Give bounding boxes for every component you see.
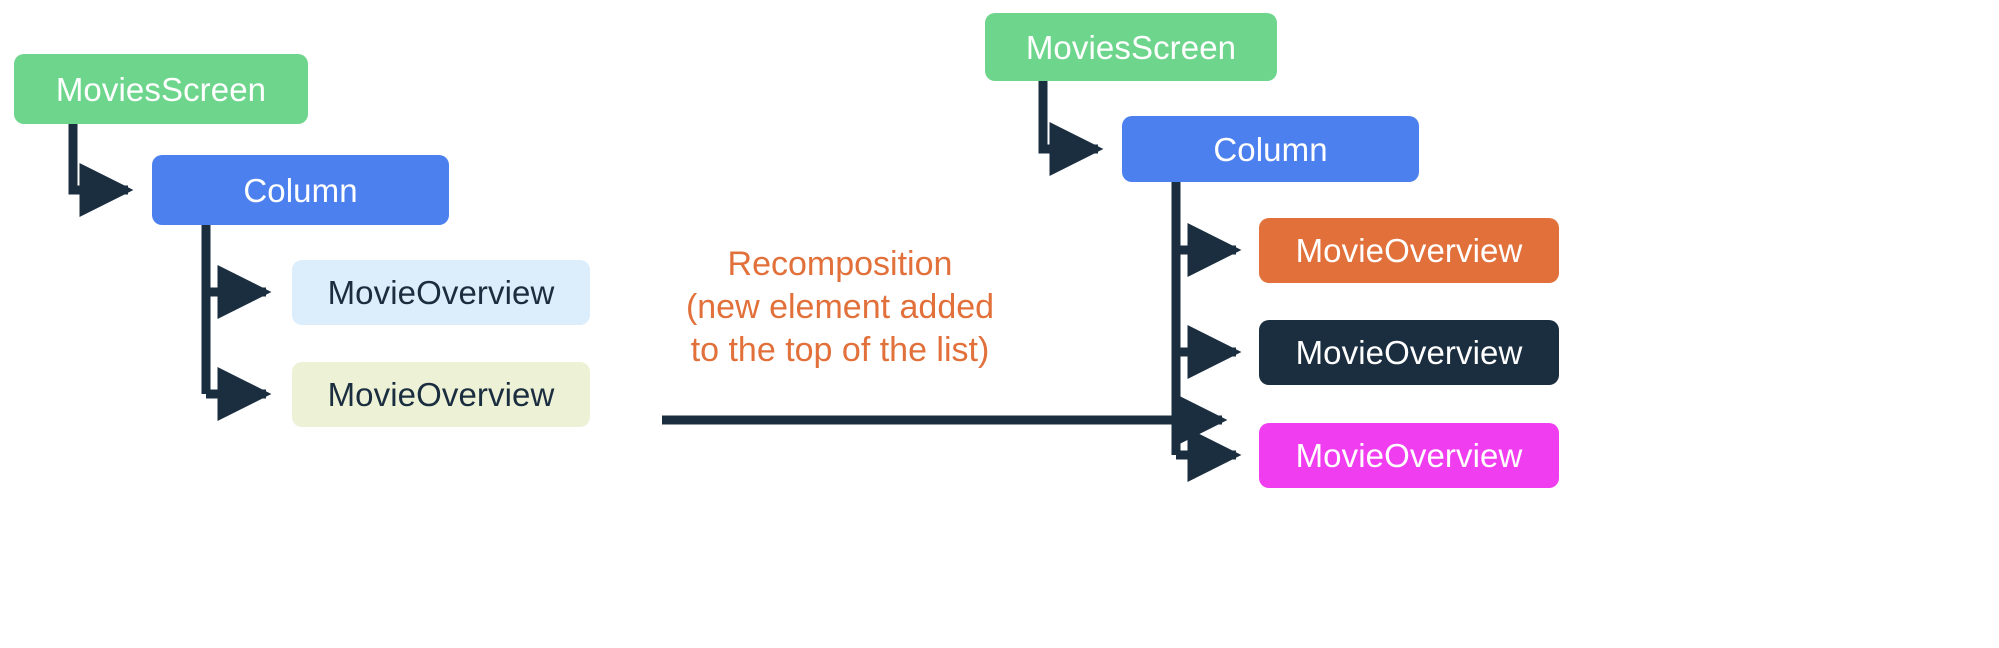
before-node-movie-overview-2[interactable]: MovieOverview [292,362,590,427]
before-node-movie-overview-1-label: MovieOverview [327,274,555,311]
before-node-movie-overview-2-label: MovieOverview [327,376,555,413]
after-node-movie-overview-2[interactable]: MovieOverview [1259,320,1559,385]
connector-right-root-to-column [1038,78,1104,176]
after-node-column-label: Column [1213,130,1328,168]
after-node-movie-overview-3-label: MovieOverview [1295,437,1523,474]
after-node-movie-overview-3[interactable]: MovieOverview [1259,423,1559,488]
before-node-movies-screen-label: MoviesScreen [55,70,267,108]
before-node-column-label: Column [243,171,358,209]
after-node-movies-screen[interactable]: MoviesScreen [985,13,1277,81]
before-node-movie-overview-1[interactable]: MovieOverview [292,260,590,325]
before-node-column[interactable]: Column [152,155,449,225]
after-node-movie-overview-2-label: MovieOverview [1295,334,1523,371]
connector-left-root-to-column [68,118,134,217]
recomposition-caption: Recomposition (new element added to the … [685,245,995,370]
after-node-column[interactable]: Column [1122,116,1419,182]
after-node-movie-overview-1[interactable]: MovieOverview [1259,218,1559,283]
after-node-movies-screen-label: MoviesScreen [1025,28,1237,66]
after-node-movie-overview-1-label: MovieOverview [1295,232,1523,269]
before-node-movies-screen[interactable]: MoviesScreen [14,54,308,124]
